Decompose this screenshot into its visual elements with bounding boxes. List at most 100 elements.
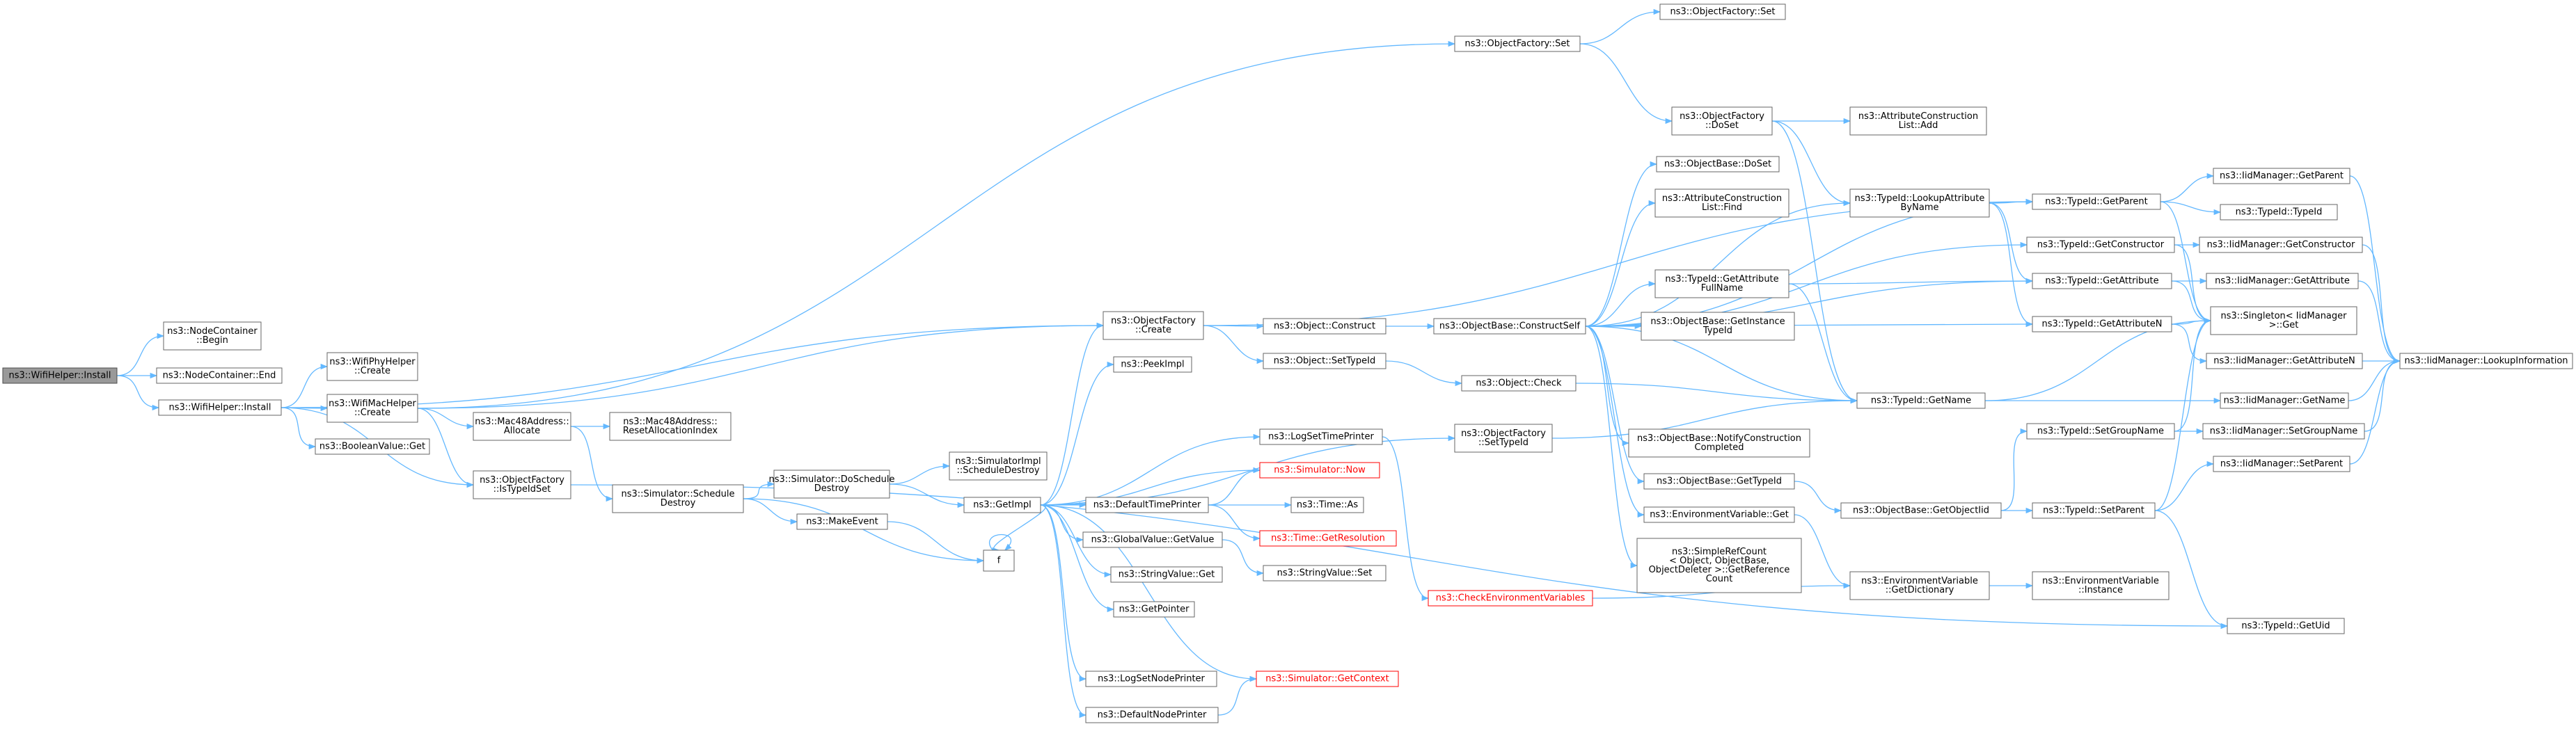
node-logsettimeprinter[interactable]: ns3::LogSetTimePrinter bbox=[1259, 428, 1383, 445]
node-typeid_getuid[interactable]: ns3::TypeId::GetUid bbox=[2227, 618, 2345, 634]
edge-objectbase_constructself-to-objectbase_gettypeid bbox=[1585, 326, 1645, 485]
node-box bbox=[1433, 318, 1586, 335]
node-typeid_getconstructor[interactable]: ns3::TypeId::GetConstructor bbox=[2026, 236, 2175, 253]
node-typeid_getparent[interactable]: ns3::TypeId::GetParent bbox=[2032, 193, 2161, 210]
node-globalvalue_getvalue[interactable]: ns3::GlobalValue::GetValue bbox=[1082, 531, 1223, 548]
node-object_settypeid[interactable]: ns3::Object::SetTypeId bbox=[1263, 353, 1386, 369]
node-objectfactory_doset[interactable]: ns3::ObjectFactory::DoSet bbox=[1671, 106, 1773, 136]
node-objectbase_gettypeid[interactable]: ns3::ObjectBase::GetTypeId bbox=[1643, 473, 1795, 490]
node-simulator_now[interactable]: ns3::Simulator::Now bbox=[1259, 462, 1380, 479]
node-label: ns3::PeekImpl bbox=[1121, 360, 1184, 370]
node-objectfactory_create[interactable]: ns3::ObjectFactory::Create bbox=[1103, 311, 1204, 340]
node-label: ns3::TypeId::GetConstructor bbox=[2037, 240, 2165, 250]
node-box bbox=[1103, 311, 1204, 340]
node-peekimpl[interactable]: ns3::PeekImpl bbox=[1113, 356, 1192, 373]
node-wifiphyhelper_create[interactable]: ns3::WifiPhyHelper::Create bbox=[326, 352, 418, 381]
node-iidmgr_getconstructor[interactable]: ns3::IidManager::GetConstructor bbox=[2199, 236, 2363, 253]
node-label: ::Create bbox=[1135, 325, 1171, 335]
node-label: Count bbox=[1706, 574, 1733, 584]
node-booleanvalue_get[interactable]: ns3::BooleanValue::Get bbox=[315, 438, 430, 455]
node-typeid_getattribute[interactable]: ns3::TypeId::GetAttribute bbox=[2032, 273, 2172, 289]
node-logsetnodeprinter[interactable]: ns3::LogSetNodePrinter bbox=[1085, 671, 1217, 687]
node-objectbase_constructself[interactable]: ns3::ObjectBase::ConstructSelf bbox=[1433, 318, 1586, 335]
node-typeid_typeid[interactable]: ns3::TypeId::TypeId bbox=[2220, 204, 2338, 220]
node-objectfactory_set[interactable]: ns3::ObjectFactory::Set bbox=[1454, 35, 1581, 52]
node-label: ns3::IidManager::GetParent bbox=[2220, 171, 2344, 182]
node-objectfactory_settypeid[interactable]: ns3::ObjectFactory::SetTypeId bbox=[1454, 424, 1553, 453]
node-iidmgr_lookupinfo[interactable]: ns3::IidManager::LookupInformation bbox=[2399, 353, 2573, 369]
node-objectbase_notifyconstr[interactable]: ns3::ObjectBase::NotifyConstructionCompl… bbox=[1628, 428, 1810, 458]
edge-typeid_getparent-to-iidmgr_getparent bbox=[2160, 173, 2215, 202]
node-label: ns3::DefaultTimePrinter bbox=[1093, 500, 1201, 511]
node-nodecontainer_begin[interactable]: ns3::NodeContainer::Begin bbox=[163, 321, 262, 351]
node-simulator_getcontext[interactable]: ns3::Simulator::GetContext bbox=[1256, 671, 1399, 687]
node-iidmgr_getattributen[interactable]: ns3::IidManager::GetAttributeN bbox=[2206, 353, 2363, 369]
edge-objectfactory_istypeidset-to-typeid_getuid bbox=[570, 484, 2229, 629]
node-objectfactory_istypeidset[interactable]: ns3::ObjectFactory::IsTypeIdSet bbox=[473, 470, 571, 499]
node-wifihelper_install_root[interactable]: ns3::WifiHelper::Install bbox=[2, 367, 118, 384]
node-nodecontainer_end[interactable]: ns3::NodeContainer::End bbox=[156, 367, 283, 384]
node-wifihelper_install[interactable]: ns3::WifiHelper::Install bbox=[158, 399, 282, 416]
node-simimpl_scheduledestroy[interactable]: ns3::SimulatorImpl::ScheduleDestroy bbox=[949, 451, 1048, 481]
node-typeid_getname[interactable]: ns3::TypeId::GetName bbox=[1856, 392, 1986, 409]
node-label: ns3::ObjectFactory bbox=[1111, 316, 1196, 326]
node-wifimachelper_create[interactable]: ns3::WifiMacHelper::Create bbox=[326, 394, 418, 423]
node-objectbase_getobjectiid[interactable]: ns3::ObjectBase::GetObjectIid bbox=[1840, 502, 2002, 519]
node-envvar_get[interactable]: ns3::EnvironmentVariable::Get bbox=[1643, 506, 1795, 523]
node-box bbox=[1263, 353, 1386, 369]
node-time_getresolution[interactable]: ns3::Time::GetResolution bbox=[1259, 530, 1397, 547]
node-typeid_getattributen[interactable]: ns3::TypeId::GetAttributeN bbox=[2032, 316, 2172, 332]
node-label: ns3::ObjectFactory bbox=[1461, 428, 1546, 439]
node-label: ns3::Time::As bbox=[1297, 500, 1359, 511]
node-checkenvvars[interactable]: ns3::CheckEnvironmentVariables bbox=[1428, 590, 1593, 607]
node-sim_scheduledestroy[interactable]: ns3::Simulator::ScheduleDestroy bbox=[612, 484, 744, 513]
node-envvar_instance[interactable]: ns3::EnvironmentVariable::Instance bbox=[2032, 571, 2170, 600]
edge-wifihelper_install_root-to-wifihelper_install bbox=[116, 375, 160, 411]
node-singleton_get[interactable]: ns3::Singleton< IidManager >::Get bbox=[2210, 306, 2357, 335]
node-box bbox=[2032, 316, 2172, 332]
node-f[interactable]: f bbox=[983, 550, 1015, 572]
edge-getimpl-to-getpointer bbox=[1040, 504, 1115, 613]
node-object_check[interactable]: ns3::Object::Check bbox=[1461, 375, 1577, 392]
node-objectfactory_set2[interactable]: ns3::ObjectFactory::Set bbox=[1659, 3, 1786, 20]
node-iidmgr_getname[interactable]: ns3::IidManager::GetName bbox=[2220, 392, 2349, 409]
node-defaultnodeprinter[interactable]: ns3::DefaultNodePrinter bbox=[1085, 707, 1219, 723]
node-iidmgr_setgroupname[interactable]: ns3::IidManager::SetGroupName bbox=[2202, 423, 2365, 440]
node-label: ns3::NodeContainer::End bbox=[163, 371, 276, 381]
node-time_as[interactable]: ns3::Time::As bbox=[1290, 497, 1364, 513]
node-objectbase_doset[interactable]: ns3::ObjectBase::DoSet bbox=[1656, 156, 1780, 173]
node-simplerefcount[interactable]: ns3::SimpleRefCount< Object, ObjectBase,… bbox=[1636, 538, 1802, 593]
node-typeid_setparent[interactable]: ns3::TypeId::SetParent bbox=[2032, 502, 2156, 519]
node-object_construct[interactable]: ns3::Object::Construct bbox=[1263, 318, 1386, 335]
edge-typeid_getattrfullname-to-typeid_getname bbox=[1788, 283, 1858, 404]
node-box bbox=[2026, 423, 2175, 440]
edge-objectbase_constructself-to-objectbase_doset bbox=[1585, 161, 1658, 327]
node-getpointer[interactable]: ns3::GetPointer bbox=[1113, 601, 1195, 618]
node-box bbox=[473, 470, 571, 499]
edge-iidmgr_getattribute-to-iidmgr_lookupinfo bbox=[2357, 280, 2401, 364]
node-stringvalue_set[interactable]: ns3::StringValue::Set bbox=[1263, 565, 1386, 581]
node-typeid_setgroupname[interactable]: ns3::TypeId::SetGroupName bbox=[2026, 423, 2175, 440]
node-mac48_allocate[interactable]: ns3::Mac48Address::Allocate bbox=[473, 412, 571, 441]
node-mac48_resetalloc[interactable]: ns3::Mac48Address::ResetAllocationIndex bbox=[609, 412, 732, 441]
node-envvar_getdictionary[interactable]: ns3::EnvironmentVariable::GetDictionary bbox=[1849, 571, 1990, 600]
node-makeevent[interactable]: ns3::MakeEvent bbox=[796, 513, 888, 530]
node-getimpl[interactable]: ns3::GetImpl bbox=[963, 497, 1041, 513]
edge-wifimachelper_create-to-objectfactory_set bbox=[417, 40, 1456, 409]
node-defaulttimeprinter[interactable]: ns3::DefaultTimePrinter bbox=[1085, 497, 1209, 513]
node-label: ::Begin bbox=[196, 335, 228, 346]
node-label: ns3::CheckEnvironmentVariables bbox=[1436, 593, 1586, 604]
edge-objectbase_constructself-to-typeid_getattrfullname bbox=[1585, 280, 1657, 327]
node-iidmgr_getattribute[interactable]: ns3::IidManager::GetAttribute bbox=[2206, 273, 2359, 289]
node-iidmgr_setparent[interactable]: ns3::IidManager::SetParent bbox=[2213, 456, 2350, 472]
node-label: ns3::NodeContainer bbox=[167, 326, 258, 337]
node-stringvalue_get[interactable]: ns3::StringValue::Get bbox=[1110, 566, 1223, 583]
edge-wifihelper_install_root-to-nodecontainer_begin bbox=[116, 332, 165, 376]
node-iidmgr_getparent[interactable]: ns3::IidManager::GetParent bbox=[2213, 168, 2350, 184]
